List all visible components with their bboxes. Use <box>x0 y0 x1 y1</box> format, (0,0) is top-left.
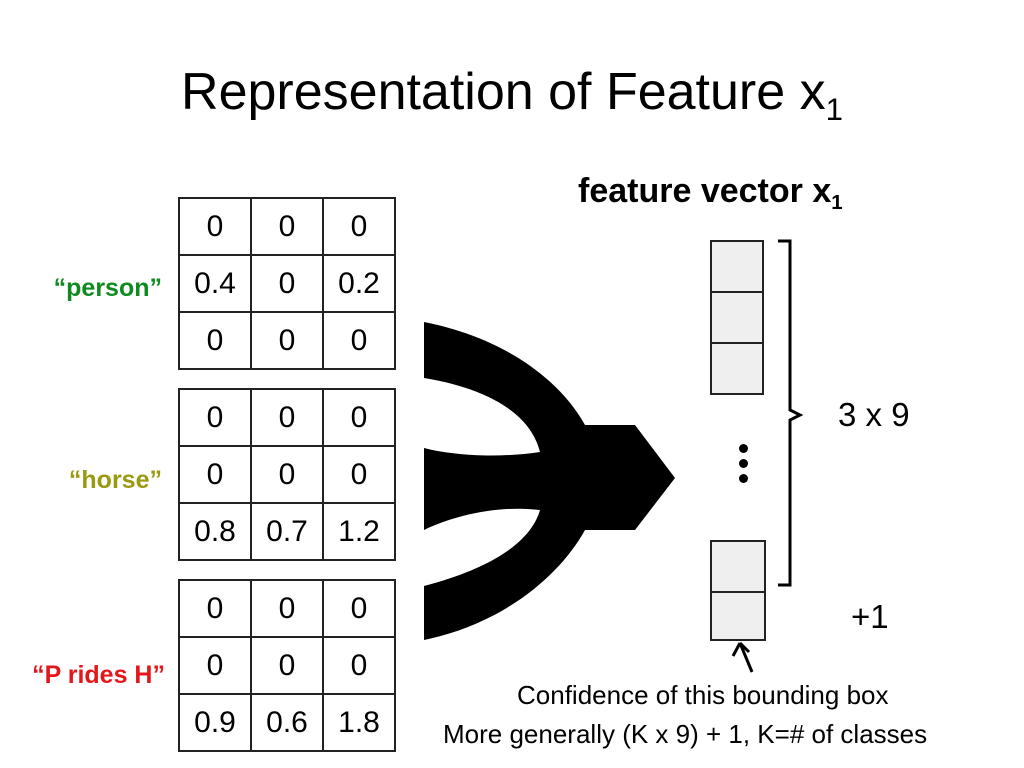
vector-cell <box>710 342 764 395</box>
grid-label-horse: “horse” <box>68 466 162 494</box>
grid-cell: 0.7 <box>250 502 324 561</box>
grid-cell: 0 <box>250 311 324 370</box>
vertical-ellipsis <box>739 444 748 489</box>
grid-cell: 0 <box>322 388 396 447</box>
grid-cell: 0 <box>250 197 324 256</box>
grid-cell: 0.9 <box>178 693 252 752</box>
grid-cell: 0 <box>322 197 396 256</box>
grid-cell: 0 <box>322 636 396 695</box>
merge-arrow <box>424 322 675 640</box>
slide-title: Representation of Feature x1 <box>181 63 843 127</box>
vector-cell <box>710 291 764 344</box>
plus-one-label: +1 <box>851 598 889 635</box>
grid-cell: 0 <box>250 579 324 638</box>
grid-cell: 0 <box>178 636 252 695</box>
grid-cell: 1.2 <box>322 502 396 561</box>
grid-cell: 0.2 <box>322 254 396 313</box>
grid-cell: 0 <box>322 579 396 638</box>
brace <box>778 239 804 587</box>
grid-cell: 0 <box>322 445 396 504</box>
vector-cell <box>710 240 764 293</box>
grid-cell: 0 <box>178 311 252 370</box>
grid-cell: 0.4 <box>178 254 252 313</box>
grid-label-p-rides-h: “P rides H” <box>32 661 165 689</box>
grid-cell: 0 <box>250 388 324 447</box>
grid-cell: 0.6 <box>250 693 324 752</box>
grid-cell: 0.8 <box>178 502 252 561</box>
grid-cell: 0 <box>322 311 396 370</box>
grid-cell: 0 <box>178 197 252 256</box>
grid-cell: 0 <box>250 254 324 313</box>
confidence-cell <box>710 591 766 641</box>
grid-cell: 1.8 <box>322 693 396 752</box>
vector-cell <box>710 540 766 593</box>
grid-cell: 0 <box>250 636 324 695</box>
brace-label: 3 x 9 <box>838 396 910 433</box>
caption-line-2: More generally (K x 9) + 1, K=# of class… <box>443 719 928 749</box>
grid-cell: 0 <box>178 388 252 447</box>
feature-vector-bottom-cells <box>710 540 766 641</box>
grid-cell: 0 <box>178 579 252 638</box>
grid-label-person: “person” <box>53 274 162 302</box>
grid-cell: 0 <box>250 445 324 504</box>
pointer-arrow-head <box>731 641 751 657</box>
caption-line-1: Confidence of this bounding box <box>517 680 889 710</box>
feature-vector-title: feature vector x1 <box>578 172 843 215</box>
feature-vector-top-cells <box>710 240 764 395</box>
grid-cell: 0 <box>178 445 252 504</box>
pointer-arrow-line <box>738 642 754 673</box>
